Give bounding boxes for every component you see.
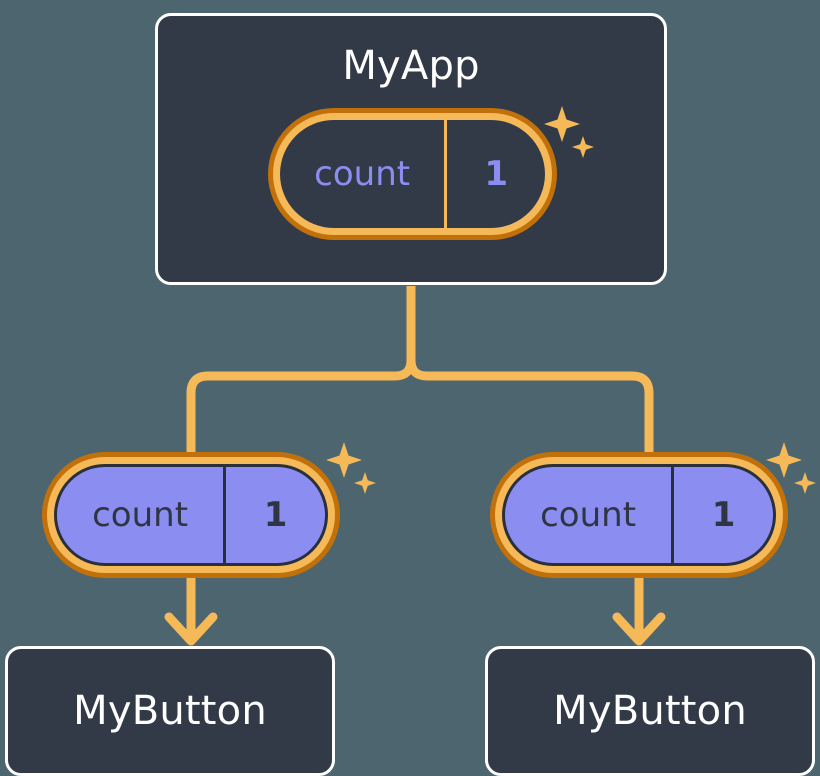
state-pill-key: count	[540, 495, 637, 535]
component-card-mybutton-right[interactable]: MyButton	[485, 646, 815, 776]
state-pill-myapp[interactable]: count 1	[268, 108, 557, 240]
card-title-mybutton-left: MyButton	[73, 688, 267, 734]
sparkle-icon	[354, 472, 376, 494]
state-pill-ring: count 1	[47, 457, 335, 573]
state-pill-value: 1	[223, 467, 325, 563]
branch-connector-left-arm	[186, 355, 416, 457]
state-pill-body: count 1	[54, 464, 328, 566]
state-pill-ring: count 1	[273, 113, 552, 235]
sparkle-icon	[326, 442, 362, 478]
state-pill-value: 1	[444, 120, 545, 228]
state-pill-key: count	[92, 495, 189, 535]
state-pill-right[interactable]: count 1	[490, 452, 788, 578]
arrow-connector-left-head	[164, 612, 218, 646]
sparkle-icon	[794, 472, 816, 494]
arrow-connector-right-head	[612, 612, 666, 646]
state-pill-ring: count 1	[495, 457, 783, 573]
state-pill-left[interactable]: count 1	[42, 452, 340, 578]
state-pill-body: count 1	[280, 120, 545, 228]
branch-connector-right-arm	[406, 355, 654, 457]
state-pill-body: count 1	[502, 464, 776, 566]
state-pill-value: 1	[671, 467, 773, 563]
card-title-myapp: MyApp	[342, 43, 480, 89]
component-card-mybutton-left[interactable]: MyButton	[5, 646, 335, 776]
card-title-mybutton-right: MyButton	[553, 688, 747, 734]
state-pill-key: count	[314, 154, 411, 194]
